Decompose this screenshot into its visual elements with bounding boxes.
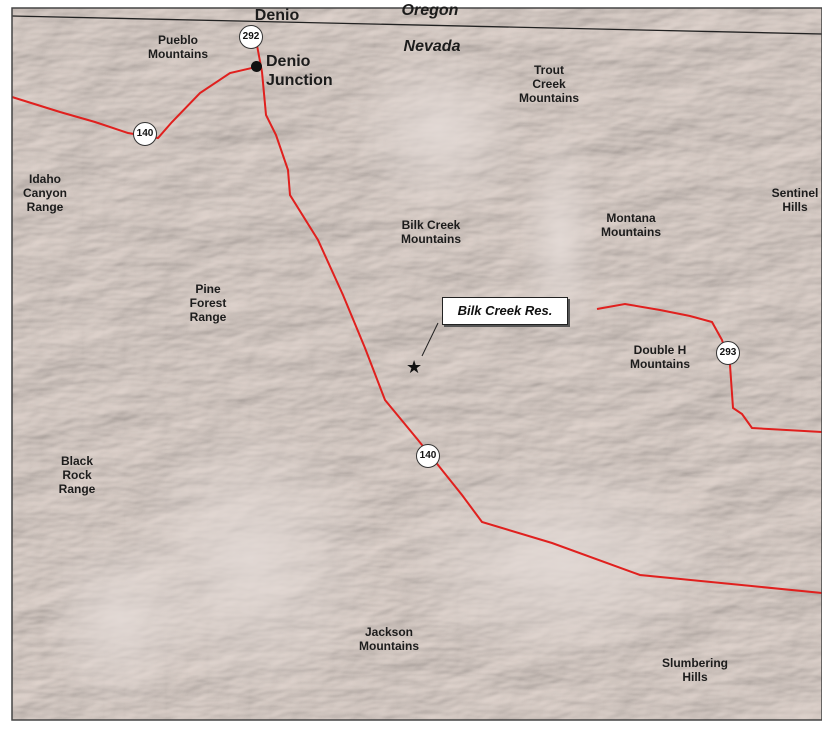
label-trout-creek-mountains: Trout Creek Mountains bbox=[519, 63, 579, 105]
label-double-h-mountains: Double H Mountains bbox=[630, 343, 690, 371]
town-label-denio-junction: Denio Junction bbox=[266, 53, 333, 89]
label-slumbering-hills: Slumbering Hills bbox=[661, 656, 729, 684]
route-shield-293: 293 bbox=[716, 341, 740, 365]
label-sentinel-hills: Sentinel Hills bbox=[771, 186, 819, 214]
route-shield-140-east: 140 bbox=[416, 444, 440, 468]
callout-bilk-creek-reservoir: Bilk Creek Res. bbox=[442, 297, 568, 325]
label-pueblo-mountains: Pueblo Mountains bbox=[148, 33, 208, 61]
town-label-denio: Denio bbox=[254, 7, 300, 24]
callout-leader-line bbox=[421, 322, 439, 357]
state-label-nevada: Nevada bbox=[403, 38, 461, 55]
label-pine-forest-range: Pine Forest Range bbox=[189, 282, 227, 324]
label-idaho-canyon-range: Idaho Canyon Range bbox=[22, 172, 68, 214]
label-montana-mountains: Montana Mountains bbox=[601, 211, 661, 239]
label-bilk-creek-mountains: Bilk Creek Mountains bbox=[401, 218, 461, 246]
road-293 bbox=[596, 302, 822, 433]
label-black-rock-range: Black Rock Range bbox=[58, 454, 96, 496]
star-icon: ★ bbox=[406, 357, 423, 377]
route-shield-140-west: 140 bbox=[133, 122, 157, 146]
town-marker-denio-junction bbox=[251, 61, 262, 72]
road-140-west bbox=[11, 66, 257, 140]
label-jackson-mountains: Jackson Mountains bbox=[359, 625, 419, 653]
state-border-line bbox=[11, 15, 822, 35]
route-shield-292: 292 bbox=[239, 25, 263, 49]
state-label-oregon: Oregon bbox=[401, 2, 459, 19]
map-frame bbox=[11, 7, 822, 721]
road-140-main bbox=[261, 71, 822, 594]
